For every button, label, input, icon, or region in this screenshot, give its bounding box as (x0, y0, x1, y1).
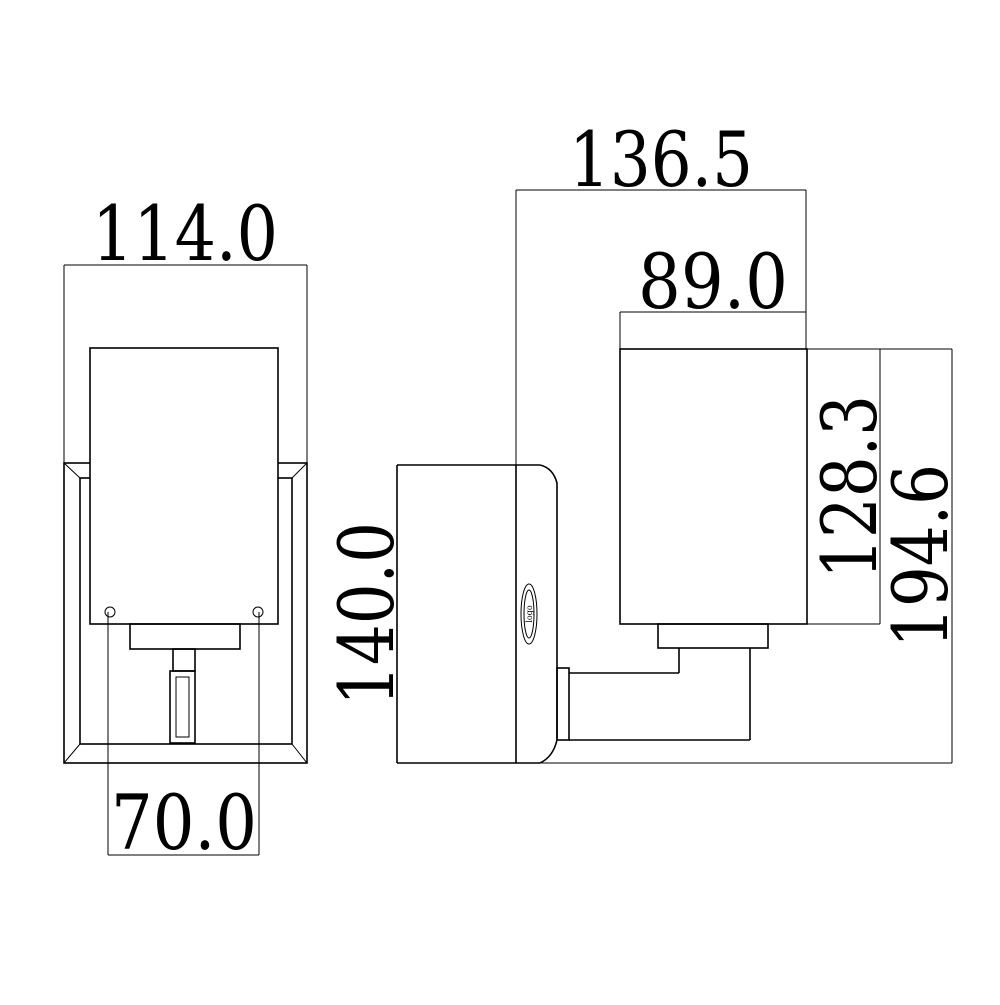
side-backplate-curved-edge (539, 464, 558, 764)
front-stem (172, 648, 196, 672)
side-view: logo 136.5 89.0 140.0 128.3 194.6 (322, 115, 965, 764)
front-arm-inner (175, 676, 190, 738)
dim-shade-height-label: 128.3 (805, 395, 894, 579)
side-holder (657, 623, 769, 649)
front-arm-outer (169, 670, 196, 744)
front-screw-right (252, 606, 264, 618)
front-bevel-tl (63, 462, 81, 479)
dim-side-depth-label: 136.5 (569, 115, 753, 204)
dim-backplate-height-label: 140.0 (322, 522, 411, 706)
front-holder (129, 623, 241, 650)
brand-logo-text: logo (525, 605, 534, 622)
front-bevel-bl (63, 743, 81, 764)
front-screw-left (104, 606, 116, 618)
front-bevel-tr (291, 462, 308, 479)
front-view: 114.0 70.0 (63, 189, 308, 867)
front-shade (89, 347, 279, 625)
brand-logo: logo (520, 583, 538, 645)
dim-total-height-label: 194.6 (876, 464, 965, 648)
dim-backplate-spacing-label: 70.0 (111, 778, 257, 867)
side-shade (619, 348, 808, 625)
dim-front-width-label: 114.0 (92, 189, 278, 278)
front-bevel-br (291, 743, 308, 764)
dim-shade-width-label: 89.0 (638, 237, 788, 326)
side-arm-mount (556, 667, 570, 741)
